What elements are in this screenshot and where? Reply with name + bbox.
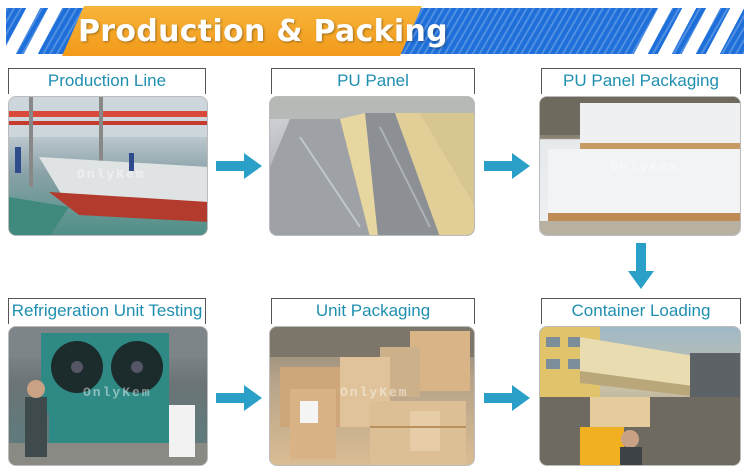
arrow-right-icon bbox=[484, 153, 530, 179]
step-label-pu-panel-packaging: PU Panel Packaging bbox=[541, 68, 741, 94]
watermark: OnlyKem bbox=[340, 385, 409, 400]
panel-packaging-illustration bbox=[540, 97, 740, 235]
arrow-right-icon bbox=[216, 385, 262, 411]
watermark: OnlyKem bbox=[77, 167, 146, 182]
container-loading-illustration bbox=[540, 327, 740, 465]
pu-panel-packaging-photo: OnlyKem bbox=[539, 96, 741, 236]
watermark: OnlyKem bbox=[83, 385, 152, 400]
watermark: OnlyKem bbox=[610, 159, 679, 174]
banner-title-plate bbox=[62, 6, 422, 56]
pu-panel-illustration bbox=[270, 97, 474, 235]
container-loading-photo bbox=[539, 326, 741, 466]
arrow-down-icon bbox=[628, 243, 654, 289]
arrow-right-icon bbox=[216, 153, 262, 179]
step-label-production-line: Production Line bbox=[8, 68, 206, 94]
unit-packaging-illustration bbox=[270, 327, 474, 465]
production-line-photo: OnlyKem bbox=[8, 96, 208, 236]
arrow-right-icon bbox=[484, 385, 530, 411]
refrigeration-unit-testing-photo: OnlyKem bbox=[8, 326, 208, 466]
page-title: Production & Packing bbox=[78, 14, 448, 49]
pu-panel-photo bbox=[269, 96, 475, 236]
production-line-illustration bbox=[9, 97, 207, 235]
step-label-unit-packaging: Unit Packaging bbox=[271, 298, 475, 324]
header-banner: Production & Packing bbox=[0, 0, 750, 62]
refrigeration-unit-illustration bbox=[9, 327, 207, 465]
step-label-container-loading: Container Loading bbox=[541, 298, 741, 324]
banner-stripes-right bbox=[620, 8, 744, 54]
unit-packaging-photo: OnlyKem bbox=[269, 326, 475, 466]
step-label-pu-panel: PU Panel bbox=[271, 68, 475, 94]
step-label-refrigeration-unit-testing: Refrigeration Unit Testing bbox=[8, 298, 206, 324]
